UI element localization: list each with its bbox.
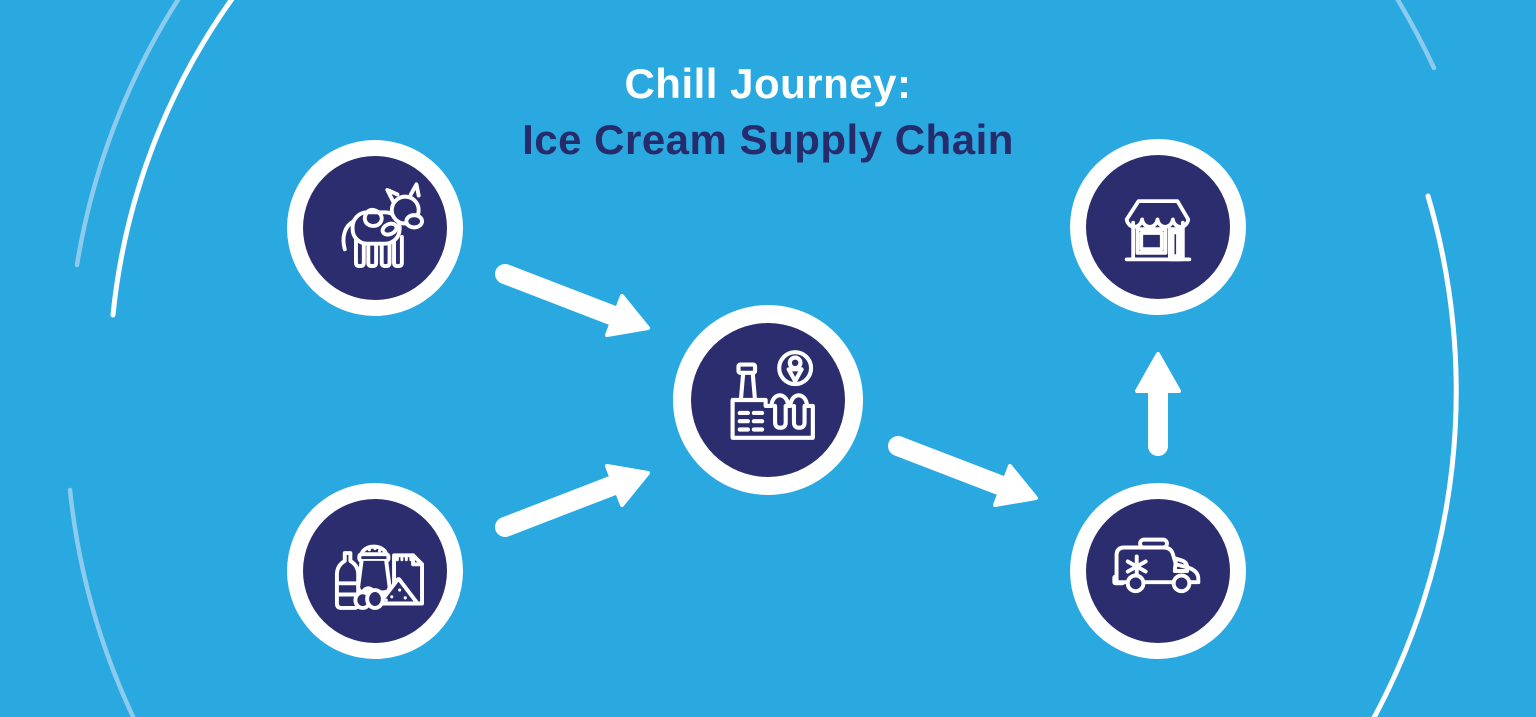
node-milk-source-circle <box>303 156 447 300</box>
ice-cream-factory-icon <box>730 350 815 440</box>
node-ingredients <box>287 483 463 659</box>
title-line-1: Chill Journey: <box>624 60 912 107</box>
page-title: Chill Journey: Ice Cream Supply Chain <box>0 56 1536 168</box>
node-distribution-circle <box>1086 499 1230 643</box>
node-retail-circle <box>1086 155 1230 299</box>
ingredients-icon <box>334 544 424 610</box>
arrow-factory-to-distribution <box>888 436 1038 507</box>
arrow-ingredients-to-factory <box>495 464 650 537</box>
cow-icon <box>341 182 424 269</box>
node-distribution <box>1070 483 1246 659</box>
node-retail <box>1070 139 1246 315</box>
arrow-distribution-to-retail <box>1135 352 1181 456</box>
storefront-icon <box>1124 199 1192 262</box>
node-ingredients-circle <box>303 499 447 643</box>
node-factory-circle <box>691 323 845 477</box>
node-factory <box>673 305 863 495</box>
arrow-milk-to-factory <box>495 264 650 337</box>
refrigerated-truck-icon <box>1112 537 1201 594</box>
decorative-arc-light-bottom-left <box>67 487 136 717</box>
decorative-arc-white-right <box>1371 193 1459 717</box>
node-milk-source <box>287 140 463 316</box>
title-line-2: Ice Cream Supply Chain <box>522 116 1014 163</box>
